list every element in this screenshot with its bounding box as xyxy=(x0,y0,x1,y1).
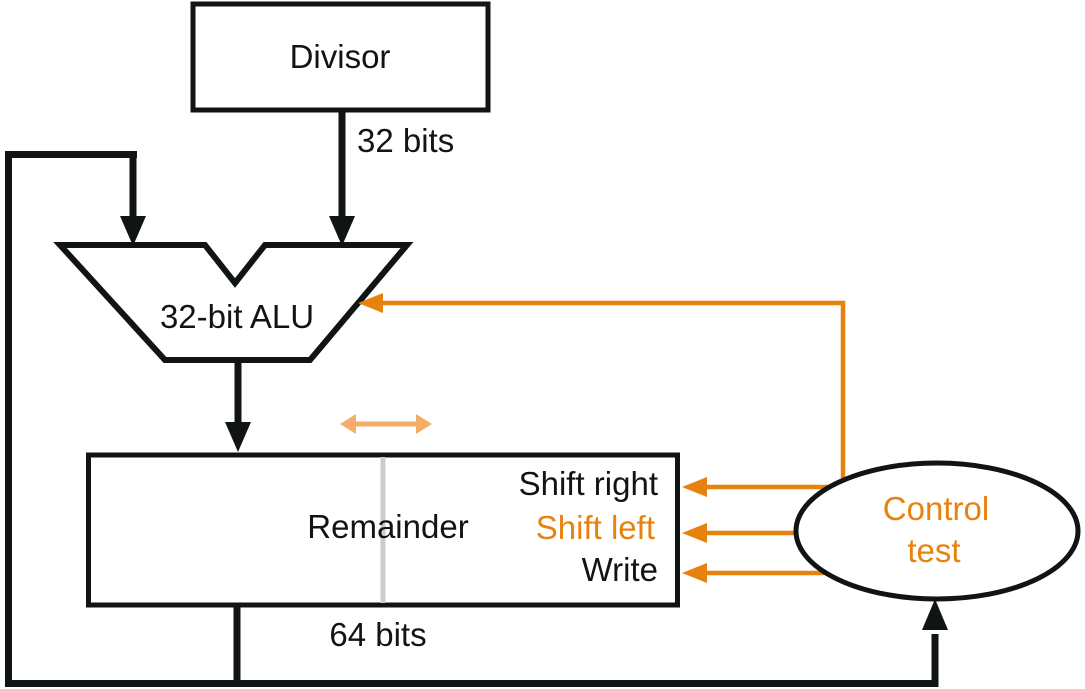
alu-control-wire xyxy=(381,300,846,478)
remainder-bus-width-label: 64 bits xyxy=(329,616,426,653)
write-label: Write xyxy=(582,551,658,588)
shift-indicator-left-arrowhead-icon xyxy=(340,414,356,434)
control-unit-label-line2: test xyxy=(907,532,960,569)
control-input-arrowhead-icon xyxy=(922,599,948,630)
divisor-bus-width-label: 32 bits xyxy=(357,122,454,159)
shift-left-label: Shift left xyxy=(536,509,655,546)
alu-left-input-arrowhead-icon xyxy=(120,216,146,246)
shift-right-arrowhead-icon xyxy=(682,477,707,497)
alu-shape xyxy=(53,242,414,363)
alu-control-arrowhead-icon xyxy=(358,293,383,313)
alu-right-input-arrowhead-icon xyxy=(329,216,355,246)
divisor-register-box xyxy=(190,1,491,113)
divisor-label: Divisor xyxy=(290,38,391,75)
register-input-arrowhead-icon xyxy=(225,422,251,452)
shift-right-label: Shift right xyxy=(519,465,658,502)
shift-direction-indicator xyxy=(340,414,432,434)
write-arrowhead-icon xyxy=(682,563,707,583)
control-test-ellipse xyxy=(793,460,1081,602)
feedback-loop-path xyxy=(5,151,948,687)
control-unit-label-line1: Control xyxy=(883,490,989,527)
control-signal-wires xyxy=(358,293,846,583)
alu-label: 32-bit ALU xyxy=(160,298,314,335)
shift-left-arrowhead-icon xyxy=(682,523,707,543)
shift-indicator-right-arrowhead-icon xyxy=(416,414,432,434)
remainder-label: Remainder xyxy=(307,508,468,545)
